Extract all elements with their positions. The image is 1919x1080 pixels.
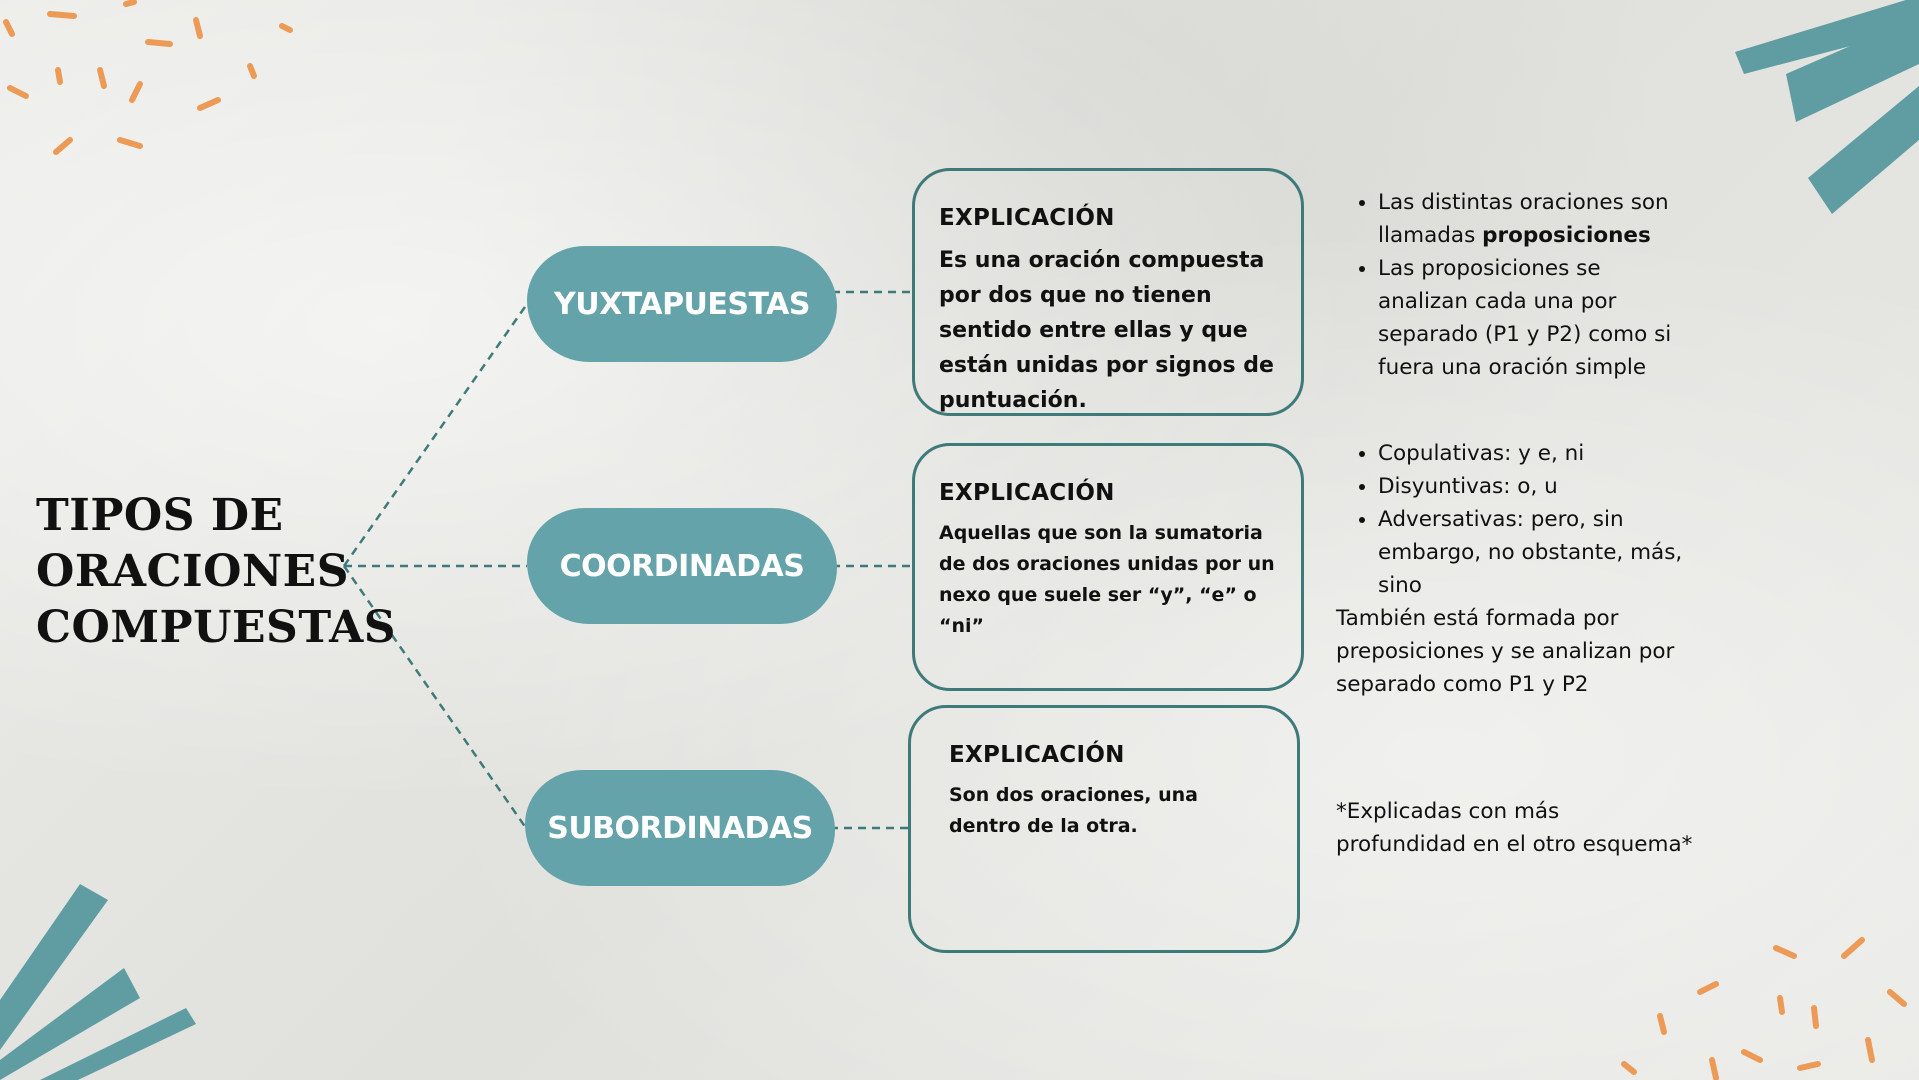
node-subordinadas-label: SUBORDINADAS	[547, 810, 813, 846]
rays-bottom-left	[0, 884, 196, 1080]
note-text: Las distintas oraciones son llamadas	[1378, 190, 1669, 248]
node-coordinadas: COORDINADAS	[527, 508, 837, 624]
note-bullet: Copulativas: y e, ni	[1378, 437, 1696, 470]
explanation-box-coordinadas: EXPLICACIÓN Aquellas que son la sumatori…	[912, 443, 1304, 691]
note-bullet: Las proposiciones se analizan cada una p…	[1378, 252, 1696, 384]
explanation-heading: EXPLICACIÓN	[949, 742, 1125, 768]
note-paragraph: *Explicadas con más profundidad en el ot…	[1336, 799, 1693, 857]
explanation-heading: EXPLICACIÓN	[939, 480, 1115, 506]
explanation-text: Es una oración compuesta por dos que no …	[939, 248, 1274, 413]
rays-top-right	[1735, 0, 1919, 214]
title-line-3: COMPUESTAS	[36, 602, 397, 653]
note-bullet: Las distintas oraciones son llamadas pro…	[1378, 186, 1696, 252]
node-yuxtapuestas: YUXTAPUESTAS	[527, 246, 837, 362]
explanation-box-yuxtapuestas: EXPLICACIÓN Es una oración compuesta por…	[912, 168, 1304, 416]
notes-subordinadas: *Explicadas con más profundidad en el ot…	[1336, 795, 1696, 861]
node-subordinadas: SUBORDINADAS	[525, 770, 835, 886]
notes-coordinadas: Copulativas: y e, ni Disyuntivas: o, u A…	[1336, 437, 1696, 701]
node-coordinadas-label: COORDINADAS	[559, 548, 805, 584]
node-yuxtapuestas-label: YUXTAPUESTAS	[554, 286, 810, 322]
note-bullet: Adversativas: pero, sin embargo, no obst…	[1378, 503, 1696, 602]
connector-title-subordinadas	[342, 565, 528, 829]
notes-yuxtapuestas: Las distintas oraciones son llamadas pro…	[1336, 186, 1696, 384]
explanation-text: Aquellas que son la sumatoria de dos ora…	[939, 522, 1275, 637]
title-line-2: ORACIONES	[36, 546, 349, 597]
explanation-text: Son dos oraciones, una dentro de la otra…	[949, 784, 1198, 837]
connector-title-yuxtapuestas	[342, 303, 529, 567]
title-line-1: TIPOS DE	[36, 490, 284, 541]
explanation-box-subordinadas: EXPLICACIÓN Son dos oraciones, una dentr…	[908, 705, 1300, 953]
confetti-top-left	[3, 0, 293, 155]
note-bullet: Disyuntivas: o, u	[1378, 470, 1696, 503]
explanation-heading: EXPLICACIÓN	[939, 205, 1115, 231]
diagram-title: TIPOS DE ORACIONES COMPUESTAS	[36, 488, 396, 656]
confetti-bottom-right	[1621, 937, 1907, 1080]
note-paragraph: También está formada por preposiciones y…	[1336, 606, 1675, 697]
note-bold-term: proposiciones	[1482, 223, 1651, 248]
